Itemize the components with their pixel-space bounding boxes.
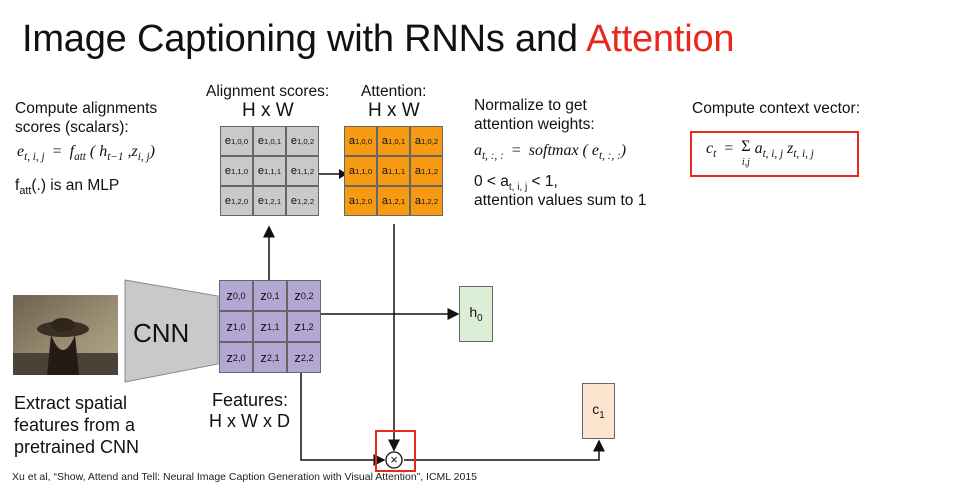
arrow-multiply-to-c1 — [404, 439, 605, 461]
context-heading: Compute context vector: — [692, 100, 860, 117]
softmax-equation: at, :, : = softmax ( et, :, :) — [474, 142, 627, 163]
multiply-symbol: × — [390, 452, 398, 467]
c1-label: c1 — [592, 401, 605, 421]
arrow-features-to-multiply — [300, 372, 386, 466]
normalize-heading-1: Normalize to get — [474, 97, 587, 114]
features-dims: H x W x D — [209, 411, 290, 431]
alignment-dims: H x W — [242, 100, 294, 121]
alignments-heading-2: scores (scalars): — [15, 119, 129, 136]
extract-line-1: Extract spatial — [14, 393, 128, 413]
input-photo — [13, 295, 118, 375]
title-accent: Attention — [586, 18, 735, 60]
attention-label: Attention: — [361, 83, 427, 100]
multiply-highlight-box — [375, 430, 416, 472]
features-label: Features: — [212, 390, 289, 410]
extract-line-3: pretrained CNN — [14, 437, 140, 457]
citation: Xu et al, “Show, Attend and Tell: Neural… — [12, 471, 477, 483]
arrow-alignment-to-attention — [319, 169, 347, 179]
attention-bound: 0 < at, i, j < 1, — [474, 173, 558, 194]
normalize-heading-2: attention weights: — [474, 116, 595, 133]
multiply-circle — [385, 451, 403, 469]
cnn-label: CNN — [133, 318, 190, 348]
h0-label: h0 — [469, 304, 483, 324]
context-highlight-box — [690, 131, 859, 177]
mlp-note: fatt(.) is an MLP — [15, 177, 120, 198]
alignments-heading-1: Compute alignments — [15, 100, 158, 117]
alignment-label: Alignment scores: — [206, 83, 330, 100]
attention-sum-note: attention values sum to 1 — [474, 192, 647, 209]
cnn-trapezoid — [124, 279, 219, 383]
c1-box: c1 — [582, 383, 615, 439]
attention-dims: H x W — [368, 100, 420, 121]
extract-line-2: features from a — [14, 415, 136, 435]
h0-box: h0 — [459, 286, 493, 342]
slide-title: Image Captioning with RNNs and Attention — [22, 18, 735, 61]
alignment-equation: et, i, j = fatt ( ht−1 ,zi, j) — [17, 143, 155, 164]
title-main: Image Captioning with RNNs and — [22, 18, 587, 60]
